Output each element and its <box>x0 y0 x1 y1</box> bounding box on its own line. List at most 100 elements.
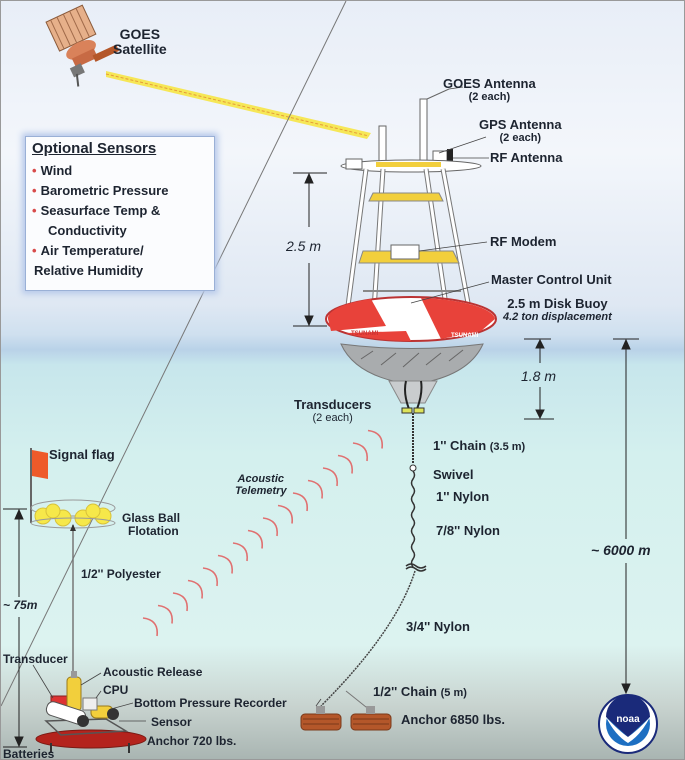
goes-antenna-label: GOES Antenna (2 each) <box>443 76 536 104</box>
bpr-height-dimension <box>3 508 27 748</box>
goes-antenna-text: GOES Antenna <box>443 76 536 91</box>
main-anchor-label: Anchor 6850 lbs. <box>401 712 506 727</box>
acoustic-arc <box>262 517 279 537</box>
optional-sensor-item: •Seasurface Temp & <box>32 201 208 221</box>
bpr-height-label: ~ 75m <box>3 598 38 612</box>
master-control-unit-label: Master Control Unit <box>491 272 612 287</box>
chain-1in-length: (3.5 m) <box>489 441 526 453</box>
sensor-label: Sensor <box>151 715 192 729</box>
nylon-3-4in-label: 3/4'' Nylon <box>406 619 470 634</box>
optional-sensor-item: •Barometric Pressure <box>32 181 208 201</box>
optional-sensor-item: Conductivity <box>32 221 208 241</box>
bottom-pressure-recorder-label: Bottom Pressure Recorder <box>134 696 287 710</box>
bullet-icon: • <box>32 183 37 198</box>
svg-text:noaa: noaa <box>616 714 640 725</box>
acoustic-arc <box>172 592 189 612</box>
rf-modem-label: RF Modem <box>490 234 557 249</box>
acoustic-telemetry-arcs <box>142 429 384 637</box>
polyester-arrow <box>70 524 76 531</box>
acoustic-arc <box>322 467 339 487</box>
transducers-label: Transducers (2 each) <box>294 397 372 425</box>
transducer-label: Transducer <box>3 652 68 666</box>
acoustic-arc <box>232 542 249 562</box>
tower-height-label: 2.5 m <box>286 238 322 254</box>
acoustic-release-label: Acoustic Release <box>103 665 203 679</box>
bottom-pressure-recorder-icon <box>35 671 147 753</box>
buoy-tower <box>340 88 482 327</box>
bpr-anchor-label: Anchor 720 lbs. <box>147 734 237 748</box>
optional-sensor-text: Air Temperature/ <box>40 243 144 258</box>
noaa-logo: noaa <box>598 694 658 754</box>
gps-antenna-label: GPS Antenna (2 each) <box>479 117 562 145</box>
goes-antenna-count: (2 each) <box>468 91 511 104</box>
flotation-text: Flotation <box>128 524 179 539</box>
rf-antenna-label: RF Antenna <box>490 150 563 165</box>
chain-half-in-text: 1/2'' Chain <box>373 684 437 699</box>
glass-ball-flotation-icon <box>30 499 116 529</box>
svg-text:TSUNAMI: TSUNAMI <box>351 331 379 337</box>
optional-sensor-text: Wind <box>40 163 73 178</box>
acoustic-arc <box>277 504 294 524</box>
glass-ball-text: Glass Ball <box>122 511 181 525</box>
telemetry-line1: Acoustic <box>237 473 285 485</box>
acoustic-arc <box>157 604 174 624</box>
chain-1in-label: 1'' Chain (3.5 m) <box>433 438 526 453</box>
optional-sensor-text: Barometric Pressure <box>40 183 169 198</box>
main-anchor-icon <box>300 706 392 731</box>
disk-buoy: TSUNAMI TSUNAMI <box>325 296 497 342</box>
acoustic-telemetry-label: Acoustic Telemetry <box>235 473 287 497</box>
telemetry-line2: Telemetry <box>235 485 287 498</box>
satellite-beam <box>105 71 371 139</box>
optional-sensors-title: Optional Sensors <box>32 140 157 157</box>
svg-text:TSUNAMI: TSUNAMI <box>451 333 479 339</box>
chain-half-in-label: 1/2'' Chain (5 m) <box>373 684 467 699</box>
swivel-label: Swivel <box>433 467 474 482</box>
signal-flag-icon <box>30 448 48 523</box>
draft-label: 1.8 m <box>521 368 557 384</box>
acoustic-arc <box>352 442 369 462</box>
optional-sensor-text: Relative Humidity <box>34 263 144 278</box>
acoustic-arc <box>202 567 219 587</box>
optional-sensors-list: •Wind•Barometric Pressure•Seasurface Tem… <box>32 161 208 281</box>
draft-dimension <box>524 338 554 420</box>
transducers-count: (2 each) <box>312 412 353 425</box>
acoustic-arc <box>292 492 309 512</box>
tower-height-dimension <box>293 172 327 327</box>
bullet-icon: • <box>32 243 37 258</box>
satellite-label: GOES Satellite <box>113 26 167 58</box>
batteries-label: Batteries <box>3 747 55 760</box>
acoustic-arc <box>367 429 384 449</box>
bullet-icon: • <box>32 203 37 218</box>
acoustic-arc <box>247 529 264 549</box>
satellite-label-line2: Satellite <box>113 41 167 58</box>
signal-flag-label: Signal flag <box>49 447 115 462</box>
optional-sensor-text: Seasurface Temp & <box>40 203 161 218</box>
optional-sensor-text: Conductivity <box>48 223 127 238</box>
leader-lines <box>32 86 490 722</box>
glass-ball-flotation-label: Glass Ball Flotation <box>122 511 181 539</box>
acoustic-arc <box>307 479 324 499</box>
acoustic-arc <box>187 579 204 599</box>
optional-sensor-item: •Air Temperature/ <box>32 241 208 261</box>
depth-label: ~ 6000 m <box>591 542 651 558</box>
acoustic-arc <box>217 554 234 574</box>
chain-half-in-length: (5 m) <box>440 687 467 699</box>
acoustic-arc <box>142 617 159 637</box>
disk-buoy-label: 2.5 m Disk Buoy 4.2 ton displacement <box>503 296 612 324</box>
displacement-text: 4.2 ton displacement <box>503 311 612 324</box>
goes-satellite-icon <box>45 4 120 87</box>
chain-1in-text: 1'' Chain <box>433 438 487 453</box>
satellite-label-line1: GOES <box>119 26 161 42</box>
disk-buoy-text: 2.5 m Disk Buoy <box>507 296 608 311</box>
optional-sensor-item: Relative Humidity <box>32 261 208 281</box>
optional-sensors-panel: Optional Sensors •Wind•Barometric Pressu… <box>25 136 215 291</box>
mooring-line <box>1 1 427 712</box>
gps-antenna-text: GPS Antenna <box>479 117 562 132</box>
nylon-1in-label: 1'' Nylon <box>436 489 490 504</box>
gps-antenna-count: (2 each) <box>499 132 542 145</box>
optional-sensor-item: •Wind <box>32 161 208 181</box>
transducers-text: Transducers <box>294 397 372 412</box>
buoy-hull <box>340 343 484 414</box>
